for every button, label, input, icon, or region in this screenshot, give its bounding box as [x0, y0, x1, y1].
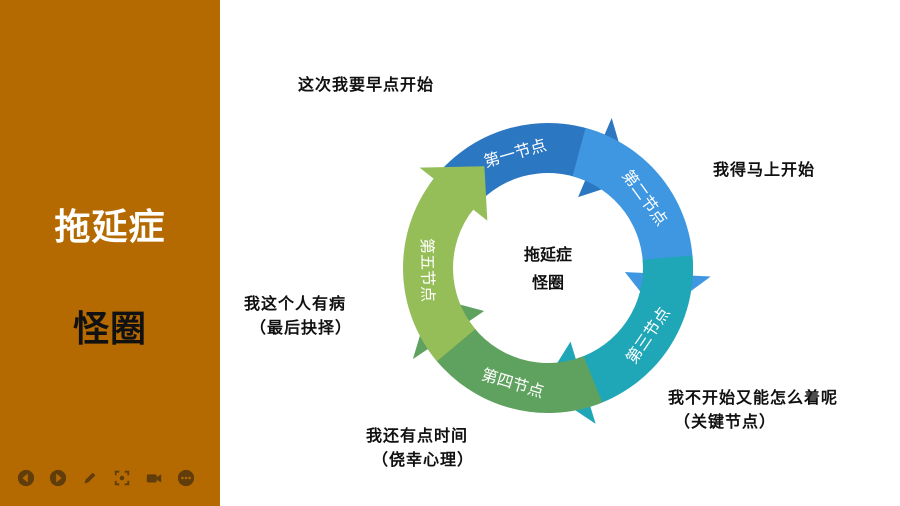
center-label-line1: 拖延症: [524, 245, 572, 264]
pen-icon[interactable]: [80, 468, 100, 488]
camera-icon[interactable]: [144, 468, 164, 488]
slide-toolbar: [16, 468, 196, 488]
annotation-node4-line1: 我还有点时间: [366, 426, 469, 445]
more-icon[interactable]: [176, 468, 196, 488]
sidebar-title: 拖延症: [54, 207, 166, 248]
prev-icon[interactable]: [16, 468, 36, 488]
annotation-node1: 这次我要早点开始: [298, 75, 435, 94]
annotation-node5-line2: （最后抉择）: [250, 318, 353, 337]
annotation-node4-line2: （侥幸心理）: [372, 450, 475, 469]
sidebar: 拖延症 怪圈: [0, 0, 220, 506]
focus-icon[interactable]: [112, 468, 132, 488]
annotation-node5-line1: 我这个人有病: [244, 294, 347, 313]
sidebar-subtitle: 怪圈: [72, 309, 147, 350]
annotation-node5: 我这个人有病 （最后抉择）: [244, 292, 352, 340]
annotation-node3-line2: （关键节点）: [674, 412, 777, 431]
center-label-line2: 怪圈: [532, 273, 564, 292]
annotation-node4: 我还有点时间 （侥幸心理）: [366, 424, 474, 472]
next-icon[interactable]: [48, 468, 68, 488]
annotation-node2: 我得马上开始: [713, 160, 816, 179]
segment-5-label: 第五节点: [417, 238, 437, 302]
annotation-node3: 我不开始又能怎么着呢 （关键节点）: [668, 386, 838, 434]
annotation-node3-line1: 我不开始又能怎么着呢: [668, 388, 839, 407]
segment-5-arrow: [402, 166, 488, 362]
